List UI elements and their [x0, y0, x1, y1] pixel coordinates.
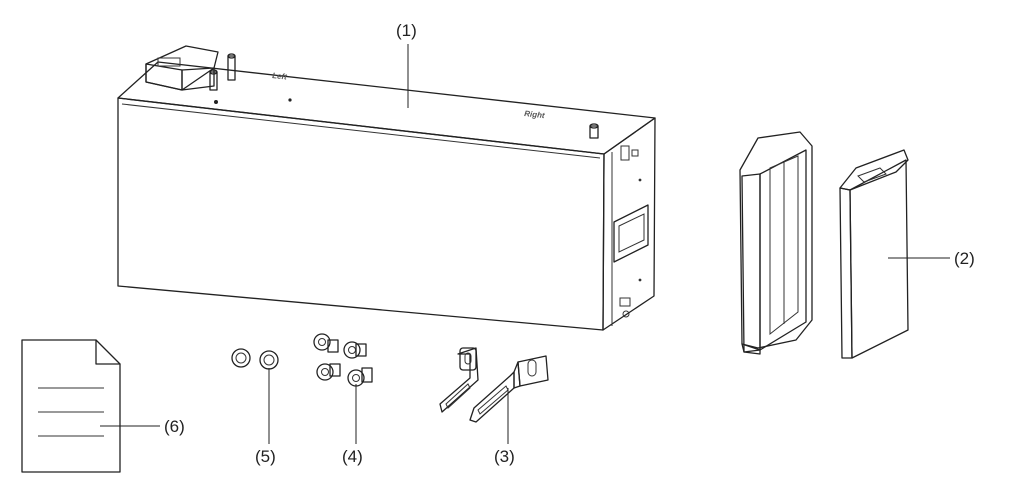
callout-part5: (5): [255, 447, 276, 466]
callout-part2: (2): [954, 249, 975, 268]
housing-top-pins: [209, 53, 599, 139]
bracket-front: [469, 355, 549, 423]
callout-part4: (4): [342, 447, 363, 466]
screw-4: [347, 367, 373, 387]
screw-3: [316, 363, 341, 381]
screw-1: [313, 333, 339, 353]
screws: [313, 333, 373, 387]
end-cover-right: [839, 149, 909, 359]
callout-part1: (1): [396, 21, 417, 40]
instruction-document: [21, 339, 121, 473]
washer-1: [231, 348, 251, 368]
bracket-back: [439, 347, 479, 413]
housing-marking-right: Right: [524, 109, 546, 120]
mounting-brackets: [439, 347, 549, 423]
callout-part3: (3): [494, 447, 515, 466]
washers: [231, 348, 279, 370]
end-cover-left: [739, 131, 813, 355]
housing-top-handle: [145, 45, 219, 91]
main-housing: Left Right: [117, 45, 656, 331]
housing-side-details: [613, 145, 649, 318]
callout-part6: (6): [164, 417, 185, 436]
housing-marking-left: Left: [272, 71, 288, 82]
washer-2: [259, 350, 279, 370]
screw-2: [343, 341, 367, 359]
